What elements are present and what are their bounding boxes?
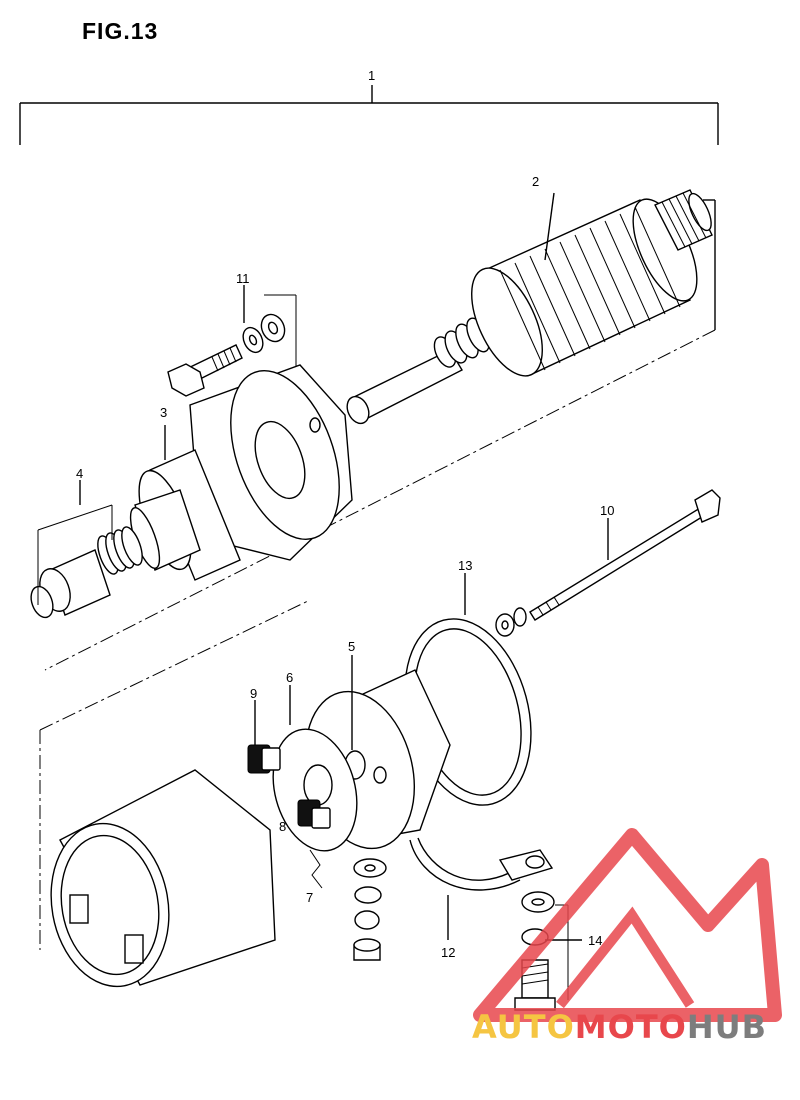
watermark-part-hub: HUB (686, 1008, 768, 1046)
drive-housing (138, 364, 353, 581)
axis-line-mid (39, 599, 311, 731)
screw-and-washers (514, 891, 582, 1011)
callout-10: 10 (600, 503, 614, 518)
callout-8: 8 (279, 819, 286, 834)
callout-9: 9 (250, 686, 257, 701)
callout-12: 12 (441, 945, 455, 960)
yoke-housing (50, 769, 276, 988)
end-cover (304, 655, 451, 850)
callout-2: 2 (532, 174, 539, 189)
watermark-part-auto: AUTO (472, 1008, 575, 1046)
figure-title: FIG.13 (82, 18, 159, 44)
callout-11: 11 (236, 271, 250, 286)
watermark-logo-triangle (473, 828, 782, 1022)
callout-13: 13 (458, 558, 472, 573)
watermark-part-moto: MOTO (574, 1008, 687, 1046)
callout-14: 14 (588, 933, 602, 948)
callout-5: 5 (348, 639, 355, 654)
assembly-bracket (19, 85, 719, 145)
lead-wire (409, 837, 554, 940)
callout-6: 6 (286, 670, 293, 685)
callout-1: 1 (368, 68, 375, 83)
callout-3: 3 (160, 405, 167, 420)
pinion-assembly (30, 480, 201, 619)
terminal-nut-stack (353, 858, 387, 961)
callout-labels: 1 2 3 4 5 6 7 8 9 10 11 12 13 14 (76, 68, 614, 960)
axis-line-upper (44, 329, 716, 671)
bolt-and-washers (167, 285, 297, 405)
through-bolt (495, 489, 721, 637)
watermark-text: AUTOMOTOHUB (472, 1008, 767, 1046)
armature (346, 189, 716, 425)
callout-7: 7 (306, 890, 313, 905)
brush-plate (247, 685, 358, 889)
callout-4: 4 (76, 466, 83, 481)
